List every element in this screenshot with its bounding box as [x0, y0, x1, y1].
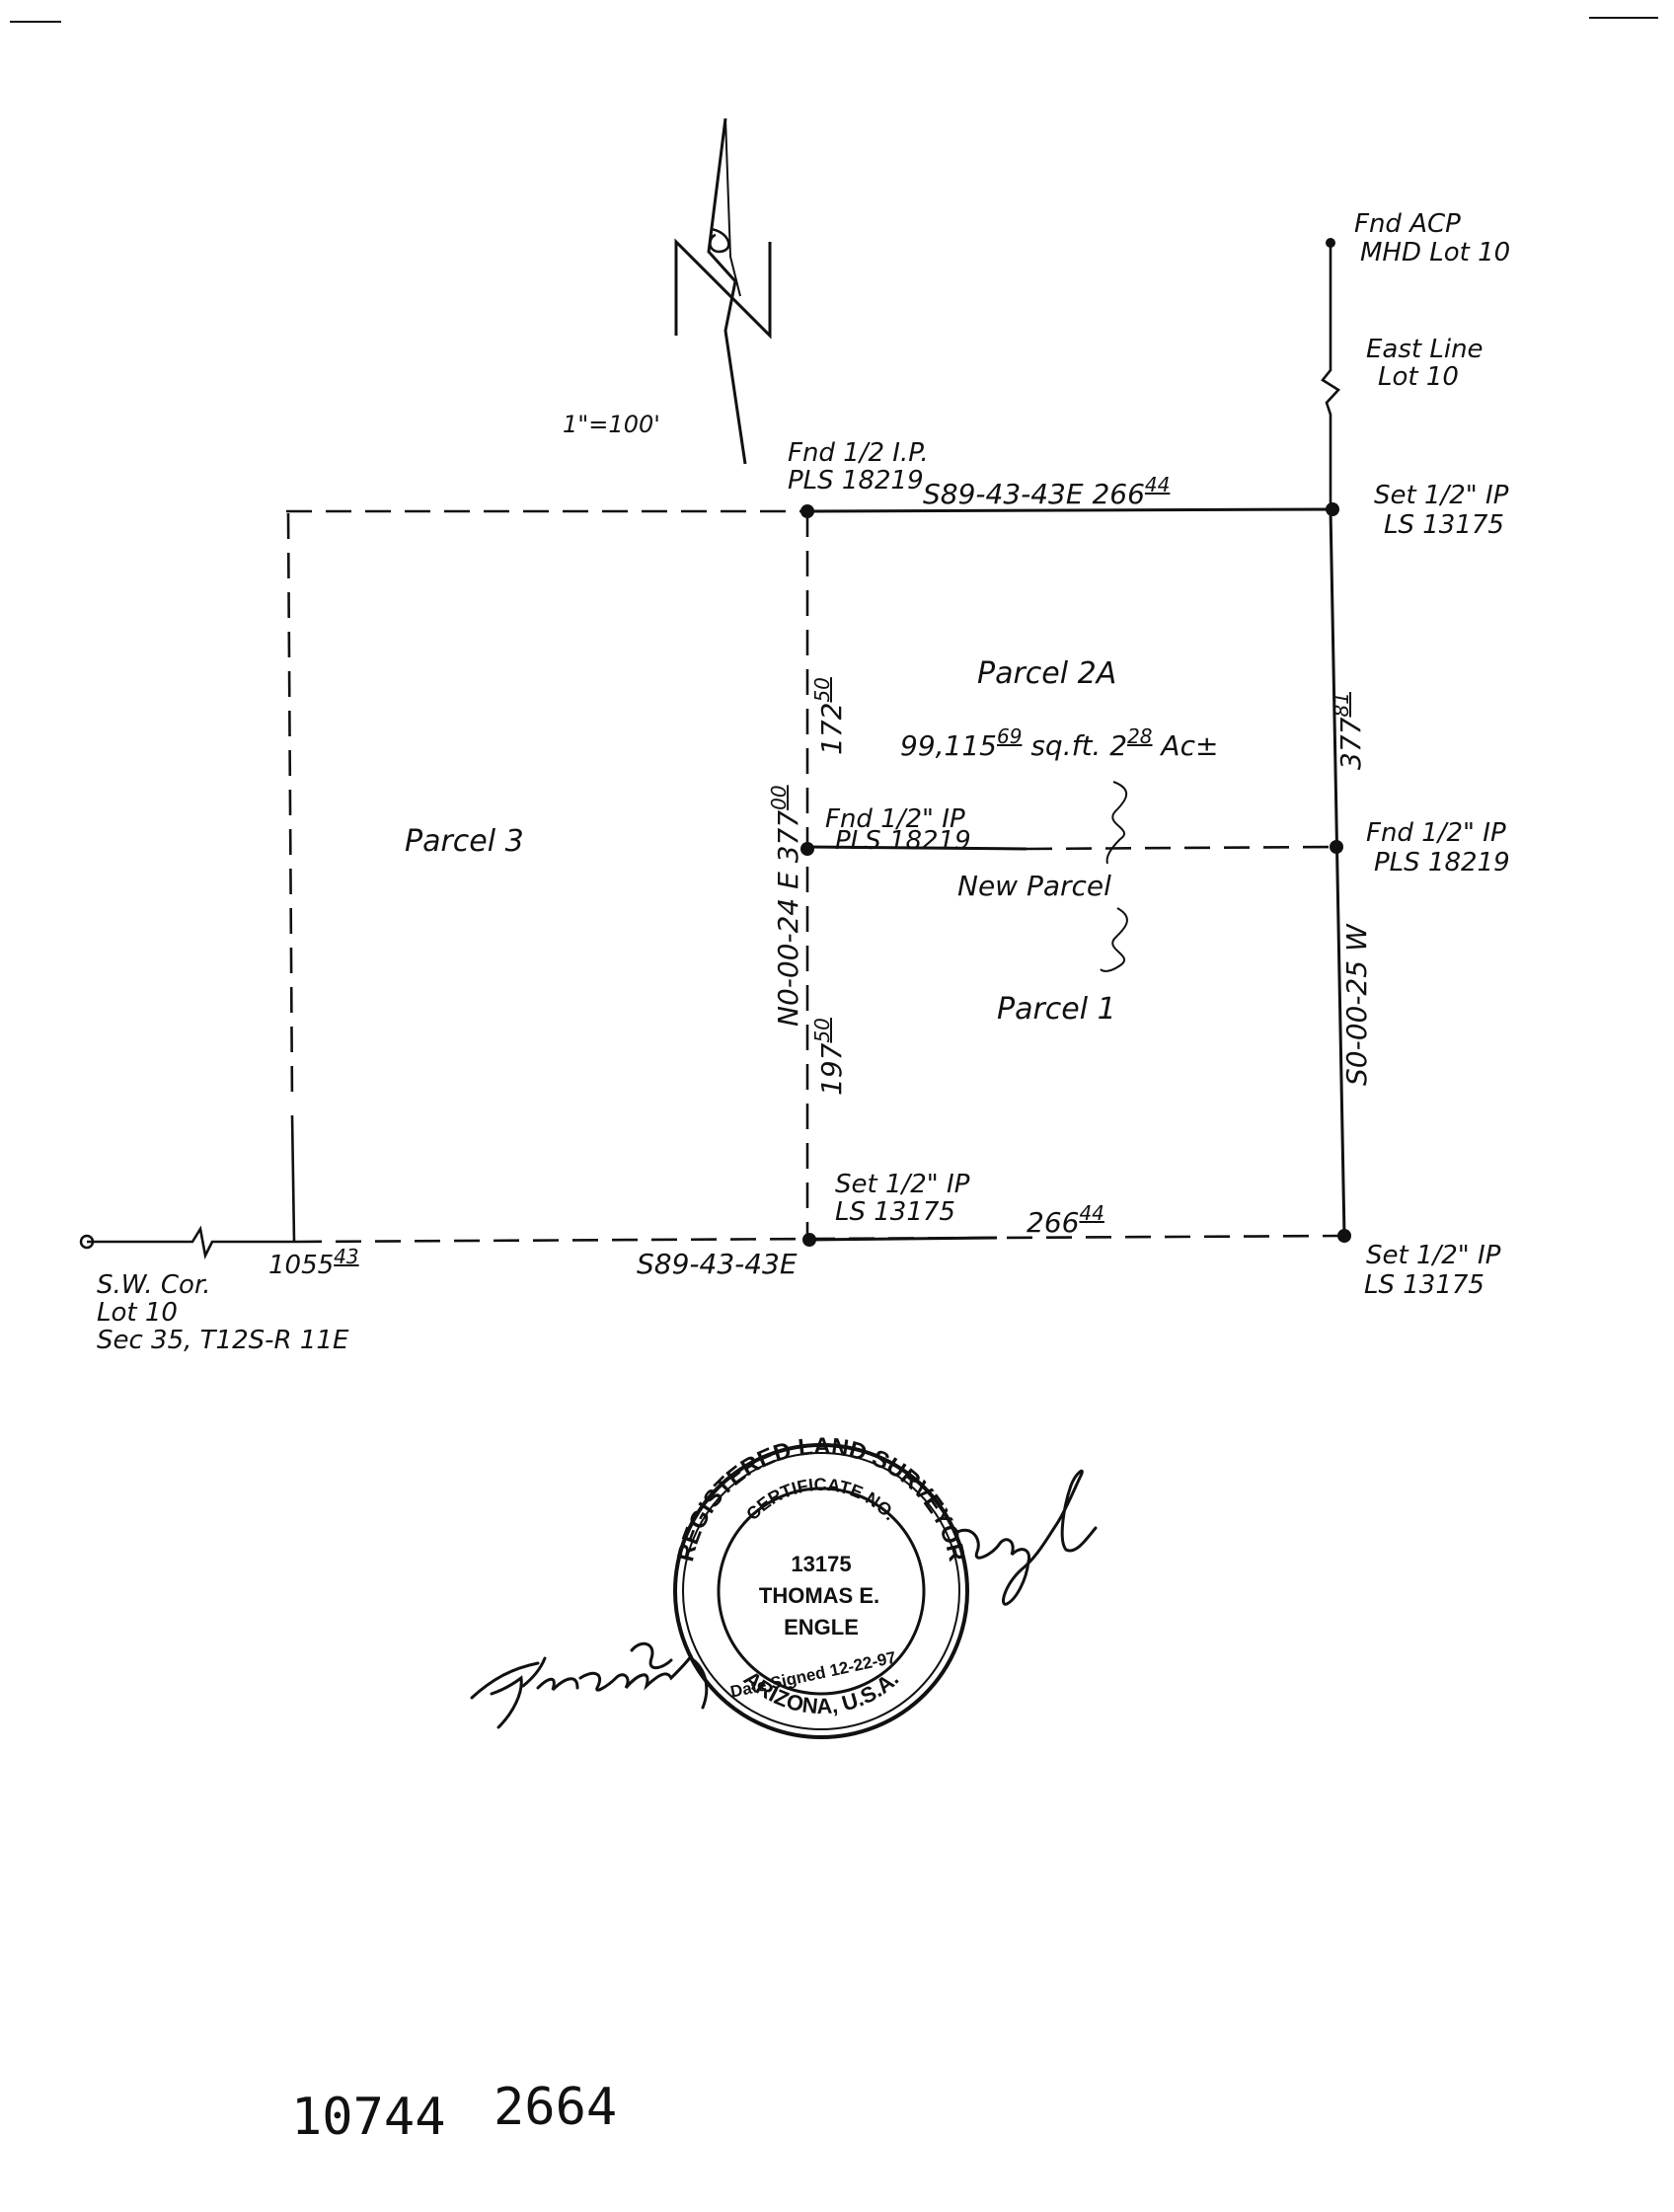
interior-line-dashed	[1026, 845, 1337, 851]
set-ip-sw-label: Set 1/2" IP LS 13175	[835, 1170, 978, 1227]
scale-label: 1"=100'	[563, 411, 660, 438]
set-ip-se-label: Set 1/2" IP LS 13175	[1364, 1241, 1509, 1300]
svg-text:REGISTERED LAND SURVEYOR: REGISTERED LAND SURVEYOR	[672, 1433, 970, 1564]
fnd-ip-mid-right-label: Fnd 1/2" IP PLS 18219	[1366, 818, 1514, 877]
west-lower-dist-label: 19750	[810, 1018, 848, 1096]
monument-mid-right	[1330, 840, 1343, 854]
west-offset-label: 105543	[268, 1245, 359, 1280]
south-bearing-label: S89-43-43E	[637, 1248, 798, 1280]
south-line-solid-segment	[806, 1236, 998, 1242]
parcel-1-label: Parcel 1	[997, 992, 1116, 1027]
new-parcel-leader-icon	[1100, 907, 1128, 972]
monument-se	[1337, 1229, 1351, 1243]
parcel-2a-label: Parcel 2A	[977, 656, 1116, 691]
fnd-ip-mid-left-label: Fnd 1/2" IP PLS 18219	[825, 804, 973, 856]
set-ip-ne-label: Set 1/2" IP LS 13175	[1374, 481, 1517, 540]
surveyor-signature	[470, 1469, 1098, 1729]
east-line-solid	[1329, 508, 1346, 1237]
monument-sw	[802, 1233, 816, 1247]
monument-nw	[800, 504, 814, 518]
monument-mid-left	[800, 842, 814, 856]
surveyor-seal: REGISTERED LAND SURVEYOR ARIZONA, U.S.A.…	[672, 1433, 970, 1739]
east-dist-label: 37781	[1330, 692, 1367, 770]
seal-cert-label: CERTIFICATE NO.	[742, 1475, 900, 1524]
fnd-ip-nw-label: Fnd 1/2 I.P. PLS 18219	[788, 438, 937, 496]
monument-sw-corner	[79, 1234, 95, 1250]
east-line-lot10	[1321, 245, 1341, 509]
seal-ring-top: REGISTERED LAND SURVEYOR	[672, 1433, 970, 1564]
parcel-3-label: Parcel 3	[405, 824, 524, 859]
west-upper-dist-label: 17250	[810, 677, 848, 755]
svg-text:CERTIFICATE NO.: CERTIFICATE NO.	[742, 1475, 900, 1524]
parcel2a-leader-icon	[1105, 781, 1127, 865]
doc-number-1: 10744	[291, 2088, 446, 2147]
east-line-label: East Line Lot 10	[1366, 335, 1491, 392]
seal-name-line2: ENGLE	[784, 1615, 859, 1640]
east-bearing-label: S0-00-25 W	[1340, 923, 1373, 1086]
interior-line-solid	[806, 845, 1027, 851]
parcel3-west-line-lower	[290, 1114, 296, 1243]
south-tie-line	[87, 1225, 296, 1260]
seal-name-line1: THOMAS E.	[759, 1583, 879, 1608]
north-bearing-label: S89-43-43E 26644	[923, 473, 1170, 510]
seal-cert-number: 13175	[791, 1552, 851, 1576]
monument-fnd-acp	[1326, 238, 1335, 248]
north-arrow-icon	[674, 117, 772, 465]
west-bearing-label: N0-00-24 E 37700	[767, 785, 804, 1027]
new-parcel-label: New Parcel	[957, 870, 1111, 902]
sw-corner-label: S.W. Cor. Lot 10 Sec 35, T12S-R 11E	[97, 1270, 349, 1355]
north-line-solid	[806, 507, 1335, 513]
area-label: 99,11569 sq.ft. 228 Ac±	[900, 725, 1218, 762]
doc-number-2: 2664	[494, 2078, 617, 2137]
south-dist-label: 26644	[1027, 1201, 1104, 1239]
fnd-acp-label: Fnd ACP MHD Lot 10	[1354, 209, 1510, 267]
monument-ne	[1326, 502, 1339, 516]
parcel3-west-line	[286, 512, 294, 1105]
